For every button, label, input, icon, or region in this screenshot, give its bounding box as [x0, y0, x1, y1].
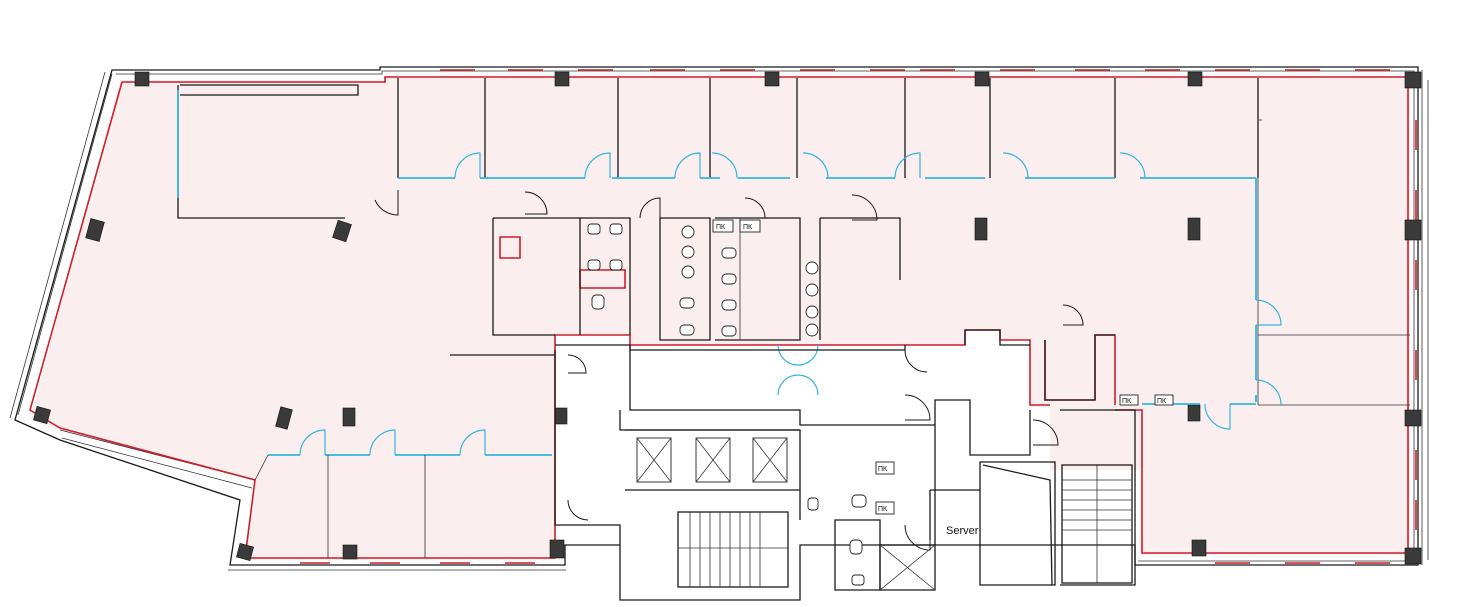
hydrant-tag-6: ПК [878, 506, 888, 513]
structural-columns [33, 71, 1422, 565]
office-area-fill [30, 75, 1410, 560]
hydrant-tag-5: ПК [878, 466, 888, 473]
server-room-label: Server [946, 525, 979, 537]
sanitary-fixtures [587, 223, 867, 586]
glass-partitions [177, 90, 1257, 558]
hydrant-tag-3: ПК [1122, 398, 1132, 405]
hydrant-tag-4: ПК [1157, 398, 1167, 405]
hydrant-tag-2: ПК [743, 224, 753, 231]
building-envelope [9, 66, 1429, 601]
core-walls [450, 217, 1136, 591]
elevators [625, 429, 800, 491]
hydrant-tag-1: ПК [716, 224, 726, 231]
office-area [30, 75, 1410, 560]
facade-windows [300, 69, 1417, 564]
stairs [677, 464, 1133, 588]
hydrant-cabinets: ПК ПК ПК ПК ПК ПК [712, 219, 1174, 515]
room-labels: Server [946, 525, 979, 537]
